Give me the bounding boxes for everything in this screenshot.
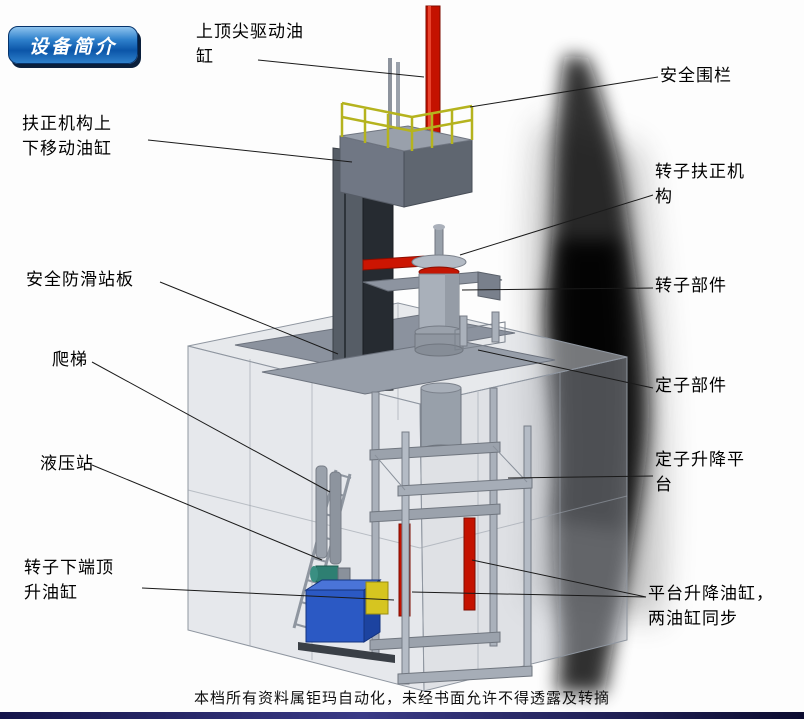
label-platform-lifting-cylinders: 平台升降油缸， 两油缸同步 xyxy=(648,584,774,628)
label-safety-fence: 安全围栏 xyxy=(660,66,732,85)
safety-railing xyxy=(340,101,474,151)
hydraulic-station-part xyxy=(298,465,395,663)
rotor-assembly xyxy=(411,224,506,357)
confidentiality-note: 本档所有资料属钜玛自动化，未经书面允许不得透露及转摘 xyxy=(193,691,610,707)
platform-plate-front xyxy=(261,339,556,395)
label-rotor-bottom-jacking-cylinder: 转子下端顶 升油缸 xyxy=(24,558,114,602)
label-ladder: 爬梯 xyxy=(52,350,88,369)
label-rotor-righting-mechanism: 转子扶正机 构 xyxy=(655,162,745,206)
label-anti-slip-platform: 安全防滑站板 xyxy=(26,270,134,289)
ink-smudge xyxy=(530,55,665,694)
label-stator-component: 定子部件 xyxy=(655,376,727,395)
platform-lifting-cylinder-right xyxy=(463,517,476,611)
title-badge: 设备简介 xyxy=(8,26,138,64)
lifting-frame xyxy=(369,387,533,685)
stator-column xyxy=(420,382,462,456)
label-top-center-drive-cylinder: 上顶尖驱动油 缸 xyxy=(196,22,304,66)
bottom-bar xyxy=(0,712,804,719)
label-righting-mechanism-cylinder: 扶正机构上 下移动油缸 xyxy=(22,114,112,158)
main-column xyxy=(332,5,503,393)
leader-lines xyxy=(91,59,659,601)
label-rotor-component: 转子部件 xyxy=(655,276,727,295)
label-hydraulic-station: 液压站 xyxy=(40,454,94,473)
title-badge-label: 设备简介 xyxy=(28,36,117,58)
label-stator-lifting-platform: 定子升降平 台 xyxy=(655,450,745,494)
